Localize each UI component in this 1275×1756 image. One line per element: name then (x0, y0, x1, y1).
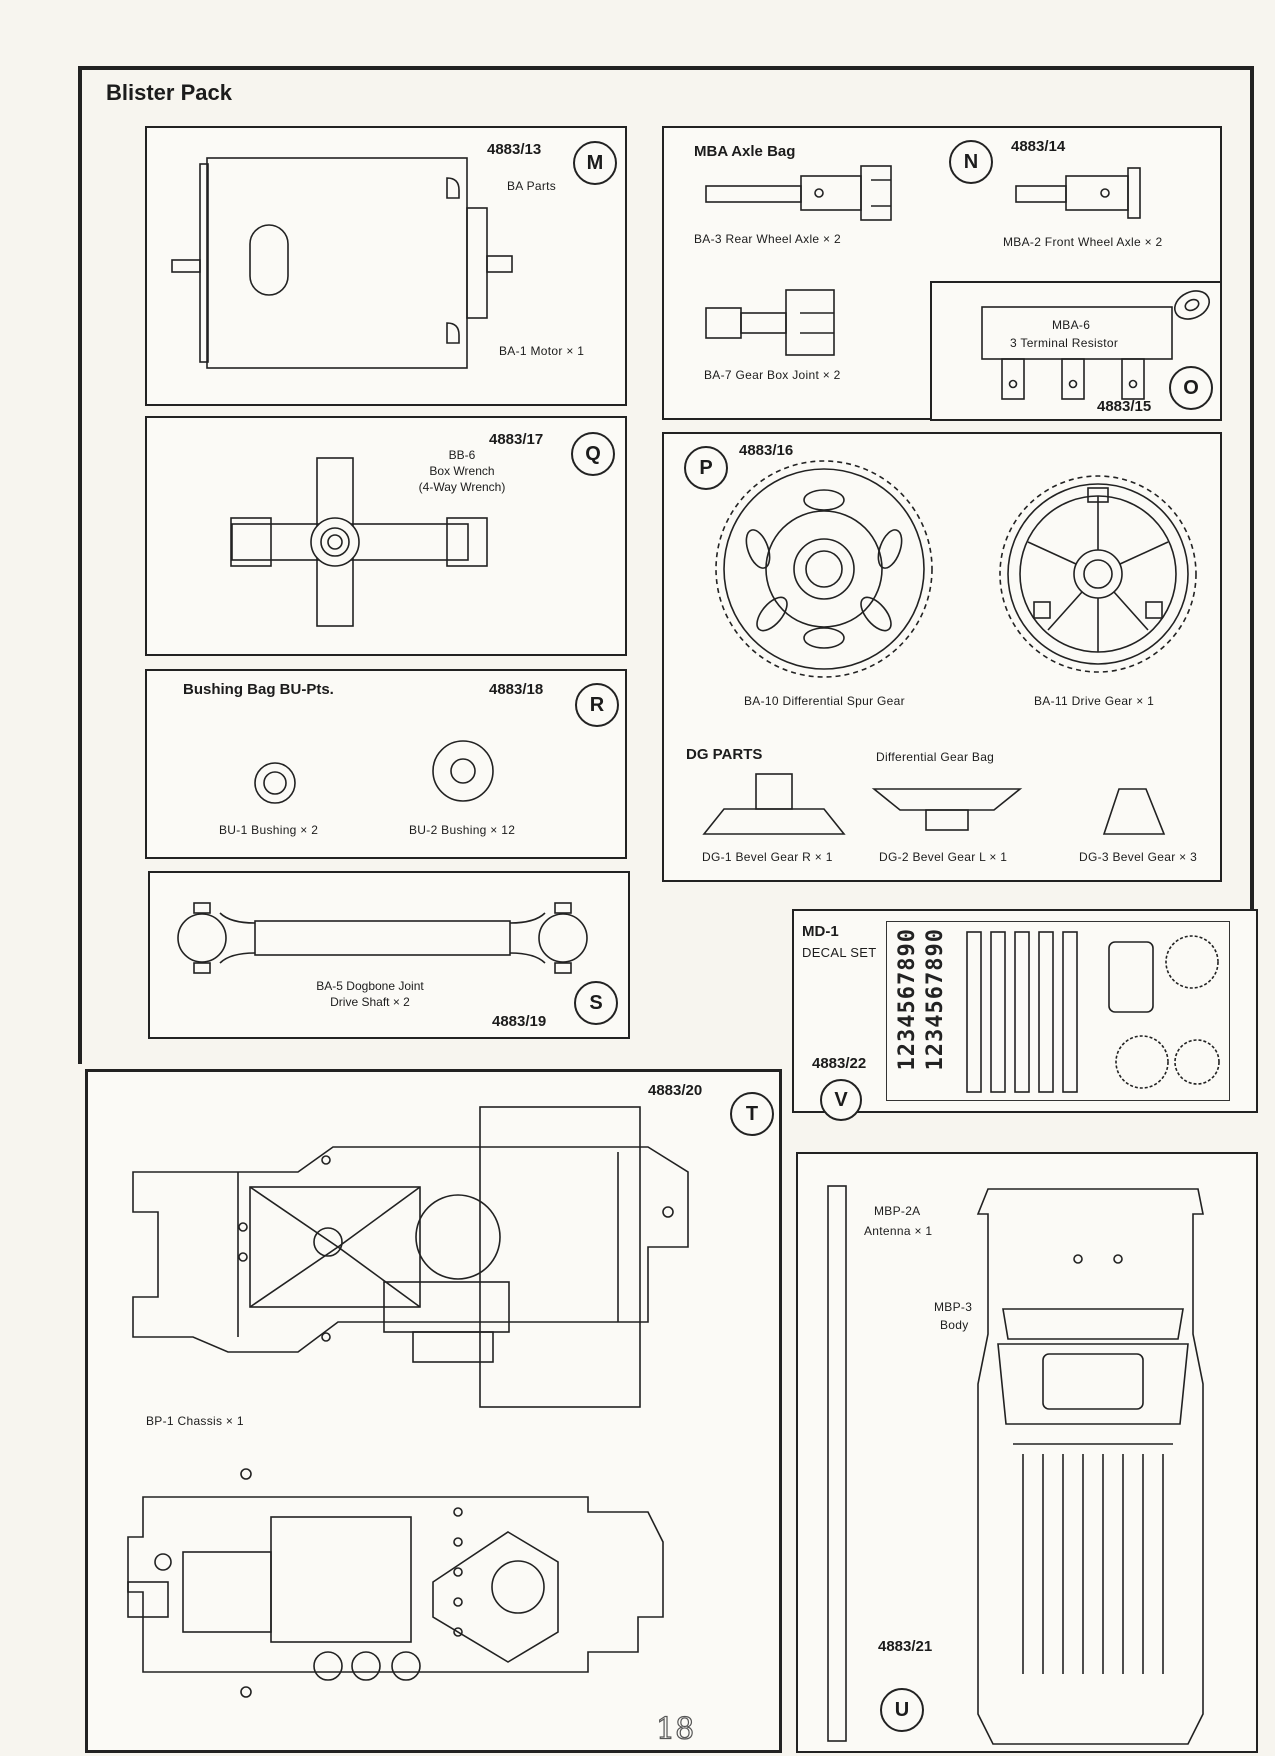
part-letter-badge: R (575, 683, 619, 727)
part-code: 4883/20 (648, 1082, 703, 1099)
part-code: 4883/13 (487, 141, 542, 158)
chassis-drawing (127, 1106, 689, 1698)
part-letter-badge: T (730, 1092, 774, 1136)
part-item-2: Antenna × 1 (864, 1224, 933, 1238)
part-item: BA-1 Motor × 1 (499, 344, 585, 358)
part-item-1: MBA-6 (1052, 318, 1091, 332)
decal-graphics (966, 931, 1220, 1093)
bushing-drawings (254, 740, 494, 804)
panel-o-resistor: MBA-6 3 Terminal Resistor 4883/15 O (930, 281, 1222, 421)
panel-m-motor: 4883/13 BA Parts BA-1 Motor × 1 M (145, 126, 627, 406)
panel-t-chassis: 4883/20 BP-1 Chassis × 1 T (85, 1069, 782, 1753)
panel-r-bushings: Bushing Bag BU-Pts. 4883/18 BU-1 Bushing… (145, 669, 627, 859)
dg-item-3: DG-3 Bevel Gear × 3 (1079, 850, 1198, 864)
part-item-4: Body (940, 1318, 969, 1332)
page-number: 18 (655, 1711, 695, 1747)
part-code: 4883/21 (878, 1638, 933, 1655)
part-code: 4883/16 (739, 442, 794, 459)
motor-drawing (171, 157, 513, 369)
part-code: 4883/14 (1011, 138, 1066, 155)
resistor-drawing (981, 290, 1211, 400)
dg-item-1: DG-1 Bevel Gear R × 1 (702, 850, 833, 864)
body-drawing (827, 1185, 1204, 1745)
page-title: Blister Pack (106, 80, 232, 105)
part-item-3: (4-Way Wrench) (418, 480, 506, 494)
part-item-3: BA-7 Gear Box Joint × 2 (704, 368, 841, 382)
part-letter-badge: V (820, 1079, 862, 1121)
part-item-2: 3 Terminal Resistor (1010, 336, 1119, 350)
part-item-1: MBP-2A (874, 1204, 921, 1218)
part-letter-badge: U (880, 1688, 924, 1732)
gear-item-2: BA-11 Drive Gear × 1 (1034, 694, 1155, 708)
part-item-2: MBA-2 Front Wheel Axle × 2 (1003, 235, 1163, 249)
panel-v-decal-set: MD-1 DECAL SET 4883/22 1234567890 123456… (792, 909, 1258, 1121)
panel-s-dogbone: BA-5 Dogbone Joint Drive Shaft × 2 4883/… (148, 871, 630, 1039)
dg-title: DG PARTS (686, 746, 763, 763)
part-sub: BA Parts (507, 179, 557, 193)
part-item-3: MBP-3 (934, 1300, 973, 1314)
dg-bag-label: Differential Gear Bag (876, 750, 995, 764)
axle-drawings (705, 165, 1141, 356)
part-item-1: BU-1 Bushing × 2 (219, 823, 319, 837)
part-code: 4883/15 (1097, 398, 1152, 415)
wrench-drawing (230, 457, 488, 627)
decal-sheet: 1234567890 1234567890 (886, 921, 1230, 1101)
part-item-2: Box Wrench (429, 464, 495, 478)
part-letter-badge: O (1169, 366, 1213, 410)
dg-item-2: DG-2 Bevel Gear L × 1 (879, 850, 1008, 864)
panel-title: Bushing Bag BU-Pts. (183, 681, 334, 698)
panel-title: MBA Axle Bag (694, 143, 796, 160)
part-item-1: BB-6 (448, 448, 476, 462)
part-letter-badge: S (574, 981, 618, 1025)
part-item-2: Drive Shaft × 2 (330, 995, 410, 1009)
blister-pack-frame (78, 66, 1254, 1064)
dogbone-drawing (177, 902, 588, 974)
gear-drawings (702, 460, 1197, 835)
part-letter-badge: M (573, 141, 617, 185)
decal-title-1: MD-1 (802, 923, 839, 940)
part-letter-badge: P (684, 446, 728, 490)
part-item-1: BA-3 Rear Wheel Axle × 2 (694, 232, 841, 246)
part-item-1: BA-5 Dogbone Joint (316, 979, 424, 993)
part-letter-badge: N (949, 140, 993, 184)
panel-p-gears: 4883/16 BA-10 Differential Spur Gear BA-… (662, 432, 1222, 882)
part-letter-badge: Q (571, 432, 615, 476)
panel-u-body: MBP-2A Antenna × 1 MBP-3 Body 4883/21 U (796, 1152, 1258, 1753)
part-item: BP-1 Chassis × 1 (146, 1414, 244, 1428)
part-code: 4883/22 (812, 1055, 867, 1072)
panel-q-wrench: 4883/17 BB-6 Box Wrench (4-Way Wrench) Q (145, 416, 627, 656)
decal-title-2: DECAL SET (802, 945, 877, 960)
part-code: 4883/17 (489, 431, 544, 448)
gear-item-1: BA-10 Differential Spur Gear (744, 694, 905, 708)
part-item-2: BU-2 Bushing × 12 (409, 823, 516, 837)
part-code: 4883/19 (492, 1013, 547, 1030)
part-code: 4883/18 (489, 681, 544, 698)
